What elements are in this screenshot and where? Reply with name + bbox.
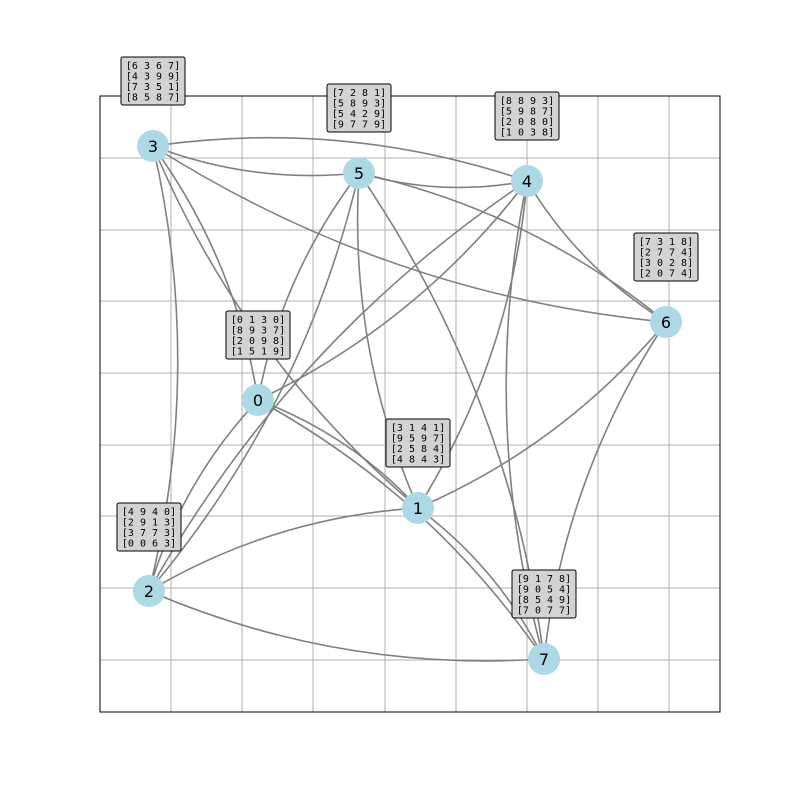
matrix-row: [1 5 1 9] xyxy=(231,347,285,358)
matrix-row: [4 3 9 9] xyxy=(126,72,180,83)
matrix-row: [1 0 3 8] xyxy=(500,128,554,139)
matrix-row: [7 3 5 1] xyxy=(126,82,180,93)
matrix-row: [7 3 1 8] xyxy=(639,237,693,248)
matrix-row: [9 5 9 7] xyxy=(391,434,445,445)
node-circle xyxy=(528,643,560,675)
node-2[interactable]: 2 xyxy=(133,575,165,607)
edge-3-6 xyxy=(152,145,667,323)
node-circle xyxy=(242,384,274,416)
edge-3-4 xyxy=(152,136,528,182)
node-label: 6 xyxy=(661,313,671,332)
matrix-row: [9 1 7 8] xyxy=(517,574,571,585)
node-7[interactable]: 7 xyxy=(528,643,560,675)
edge-5-2 xyxy=(148,172,360,592)
node-circle xyxy=(511,165,543,197)
matrix-label-box xyxy=(494,91,560,141)
matrix-row: [9 7 7 9] xyxy=(332,120,386,131)
node-3[interactable]: 3 xyxy=(137,130,169,162)
node-1[interactable]: 1 xyxy=(402,492,434,524)
node-label: 7 xyxy=(539,650,549,669)
matrix-label-box xyxy=(326,83,392,133)
edge-layer xyxy=(148,136,667,662)
matrix-label-7: [9 1 7 8][9 0 5 4][8 5 4 9][7 0 7 7] xyxy=(511,569,577,619)
matrix-label-box xyxy=(633,232,699,282)
edge-5-0 xyxy=(257,172,360,401)
node-label: 4 xyxy=(522,172,532,191)
matrix-row: [7 0 7 7] xyxy=(517,606,571,617)
node-circle xyxy=(133,575,165,607)
matrix-row: [5 4 2 9] xyxy=(332,109,386,120)
matrix-row: [4 8 4 3] xyxy=(391,455,445,466)
matrix-row: [0 1 3 0] xyxy=(231,315,285,326)
node-4[interactable]: 4 xyxy=(511,165,543,197)
node-layer: 0 1 2 3 4 5 6 7 xyxy=(133,130,682,675)
matrix-label-4: [8 8 9 3][5 9 8 7][2 0 8 0][1 0 3 8] xyxy=(494,91,560,141)
edge-6-1 xyxy=(417,321,667,509)
node-label: 3 xyxy=(148,137,158,156)
matrix-row: [4 9 4 0] xyxy=(122,507,176,518)
matrix-label-box xyxy=(385,418,451,468)
edge-4-2 xyxy=(148,180,528,592)
matrix-row: [5 8 9 3] xyxy=(332,99,386,110)
matrix-row: [6 3 6 7] xyxy=(126,61,180,72)
matrix-label-5: [7 2 8 1][5 8 9 3][5 4 2 9][9 7 7 9] xyxy=(326,83,392,133)
edge-0-1 xyxy=(257,399,419,509)
node-circle xyxy=(137,130,169,162)
matrix-label-box xyxy=(511,569,577,619)
edge-0-2 xyxy=(148,399,259,592)
node-circle xyxy=(343,157,375,189)
node-5[interactable]: 5 xyxy=(343,157,375,189)
matrix-label-3: [6 3 6 7][4 3 9 9][7 3 5 1][8 5 8 7] xyxy=(120,56,186,106)
background-grid xyxy=(100,96,720,712)
matrix-row: [0 0 6 3] xyxy=(122,539,176,550)
matrix-label-box xyxy=(116,502,182,552)
node-circle xyxy=(650,306,682,338)
edge-2-7 xyxy=(148,590,545,662)
node-label: 1 xyxy=(413,499,423,518)
matrix-row: [2 0 9 8] xyxy=(231,336,285,347)
matrix-row: [8 5 8 7] xyxy=(126,93,180,104)
edge-4-1 xyxy=(417,180,528,509)
node-circle xyxy=(402,492,434,524)
edge-3-0 xyxy=(152,145,259,401)
node-label: 2 xyxy=(144,582,154,601)
edge-5-4 xyxy=(358,172,528,189)
edge-1-2 xyxy=(148,507,419,592)
edge-1-7 xyxy=(417,507,545,660)
matrix-label-0: [0 1 3 0][8 9 3 7][2 0 9 8][1 5 1 9] xyxy=(225,310,291,360)
matrix-label-1: [3 1 4 1][9 5 9 7][2 5 8 4][4 8 4 3] xyxy=(385,418,451,468)
matrix-label-2: [4 9 4 0][2 9 1 3][3 7 7 3][0 0 6 3] xyxy=(116,502,182,552)
matrix-row: [8 5 4 9] xyxy=(517,595,571,606)
matrix-row: [2 0 8 0] xyxy=(500,117,554,128)
matrix-row: [2 5 8 4] xyxy=(391,444,445,455)
matrix-row: [3 0 2 8] xyxy=(639,258,693,269)
node-label: 5 xyxy=(354,164,364,183)
matrix-row: [7 2 8 1] xyxy=(332,88,386,99)
matrix-row: [8 8 9 3] xyxy=(500,96,554,107)
matrix-row: [2 9 1 3] xyxy=(122,518,176,529)
matrix-label-layer: [0 1 3 0][8 9 3 7][2 0 9 8][1 5 1 9] [3 1… xyxy=(116,56,699,619)
node-6[interactable]: 6 xyxy=(650,306,682,338)
matrix-row: [3 7 7 3] xyxy=(122,528,176,539)
matrix-row: [2 0 7 4] xyxy=(639,269,693,280)
edge-3-5 xyxy=(152,145,360,177)
plot-frame xyxy=(99,95,721,713)
node-label: 0 xyxy=(253,391,263,410)
edge-4-6 xyxy=(526,180,667,323)
matrix-row: [5 9 8 7] xyxy=(500,107,554,118)
node-0[interactable]: 0 xyxy=(242,384,274,416)
matrix-row: [2 7 7 4] xyxy=(639,248,693,259)
matrix-row: [3 1 4 1] xyxy=(391,423,445,434)
matrix-row: [9 0 5 4] xyxy=(517,585,571,596)
matrix-label-box xyxy=(120,56,186,106)
matrix-row: [8 9 3 7] xyxy=(231,326,285,337)
matrix-label-box xyxy=(225,310,291,360)
matrix-label-6: [7 3 1 8][2 7 7 4][3 0 2 8][2 0 7 4] xyxy=(633,232,699,282)
